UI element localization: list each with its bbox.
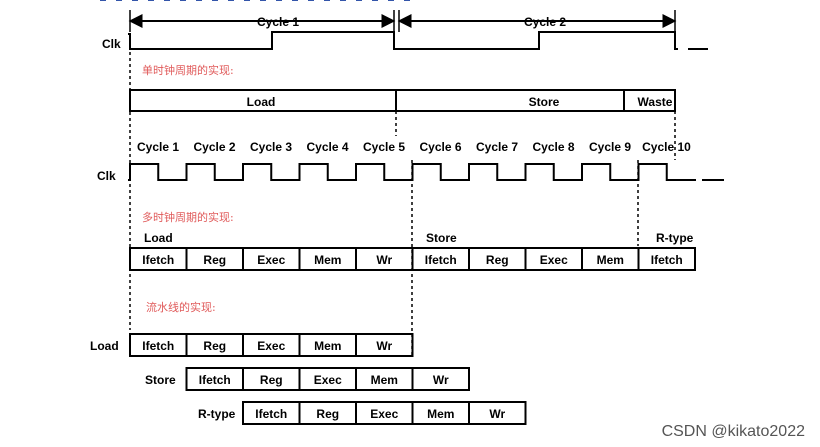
pipeline-stage-box: Reg bbox=[242, 367, 301, 391]
svg-text:Ifetch: Ifetch bbox=[425, 253, 457, 267]
multi-cycle-label: Cycle 9 bbox=[589, 140, 631, 154]
pipeline-row-label: Store bbox=[145, 373, 176, 387]
svg-text:Ifetch: Ifetch bbox=[142, 253, 174, 267]
pipeline-row-label: R-type bbox=[198, 407, 236, 421]
svg-text:Mem: Mem bbox=[371, 373, 398, 387]
svg-text:Mem: Mem bbox=[597, 253, 624, 267]
pipeline-stage-box: Reg bbox=[185, 333, 244, 357]
multi-cycle-label: Cycle 5 bbox=[363, 140, 405, 154]
pipeline-stage-box: Mem bbox=[298, 333, 357, 357]
pipeline-stage-box: Wr bbox=[355, 333, 414, 357]
single-cycle-segments bbox=[129, 89, 676, 112]
svg-text:Reg: Reg bbox=[260, 373, 283, 387]
multi-cycle-label: Cycle 2 bbox=[193, 140, 235, 154]
svg-text:Exec: Exec bbox=[370, 407, 398, 421]
multi-instr-load: Load bbox=[144, 231, 173, 245]
svg-text:Ifetch: Ifetch bbox=[255, 407, 287, 421]
multi-stage-box: Reg bbox=[468, 247, 527, 271]
pipeline-stage-box: Mem bbox=[411, 401, 470, 425]
single-clk-waveform bbox=[128, 31, 678, 50]
svg-text:Exec: Exec bbox=[257, 253, 285, 267]
svg-text:Ifetch: Ifetch bbox=[199, 373, 231, 387]
pipeline-stage-box: Ifetch bbox=[242, 401, 301, 425]
segment-store: Store bbox=[529, 95, 560, 109]
multi-stage-box: Mem bbox=[298, 247, 357, 271]
pipeline-stage-box: Ifetch bbox=[185, 367, 244, 391]
single-cycle-arrow-1 bbox=[128, 10, 396, 32]
svg-text:Reg: Reg bbox=[486, 253, 509, 267]
pipeline-stage-box: Exec bbox=[355, 401, 414, 425]
svg-text:Wr: Wr bbox=[433, 373, 449, 387]
multi-cycle-label: Cycle 10 bbox=[642, 140, 691, 154]
pipeline-row-label: Load bbox=[90, 339, 119, 353]
svg-text:Mem: Mem bbox=[427, 407, 454, 421]
svg-text:Exec: Exec bbox=[540, 253, 568, 267]
svg-text:Reg: Reg bbox=[203, 339, 226, 353]
svg-text:Reg: Reg bbox=[316, 407, 339, 421]
dashed-guides bbox=[129, 34, 676, 356]
multi-cycle-stages: Ifetch Reg Exec Mem Wr Ifetch Reg Exec Mem Ifetch bbox=[129, 247, 696, 271]
multi-cycle-heading: 多时钟周期的实现: bbox=[142, 210, 234, 224]
svg-text:Exec: Exec bbox=[314, 373, 342, 387]
multi-cycle-label: Cycle 7 bbox=[476, 140, 518, 154]
svg-text:Wr: Wr bbox=[376, 253, 392, 267]
multi-cycle-labels: Cycle 1 Cycle 2 Cycle 3 Cycle 4 Cycle 5 Cycle… bbox=[137, 140, 691, 154]
multi-stage-box: Ifetch bbox=[411, 247, 470, 271]
multi-stage-box: Exec bbox=[242, 247, 301, 271]
pipeline-row: Store Ifetch Reg Exec Mem Wr bbox=[145, 367, 470, 391]
pipeline-heading: 流水线的实现: bbox=[146, 300, 216, 314]
multi-stage-box: Ifetch bbox=[637, 247, 696, 271]
svg-text:Exec: Exec bbox=[257, 339, 285, 353]
multi-clk-label: Clk bbox=[97, 169, 116, 183]
single-clk-label: Clk bbox=[102, 37, 121, 51]
multi-instr-rtype: R-type bbox=[656, 231, 694, 245]
pipeline-stage-box: Exec bbox=[298, 367, 357, 391]
multi-cycle-label: Cycle 1 bbox=[137, 140, 179, 154]
pipeline-stage-box: Mem bbox=[355, 367, 414, 391]
pipeline-row: R-type Ifetch Reg Exec Mem Wr bbox=[198, 401, 527, 425]
multi-stage-box: Ifetch bbox=[129, 247, 188, 271]
multi-instr-store: Store bbox=[426, 231, 457, 245]
pipeline-stage-box: Wr bbox=[411, 367, 470, 391]
multi-cycle-label: Cycle 8 bbox=[532, 140, 574, 154]
single-cycle-arrow-2 bbox=[397, 10, 677, 32]
segment-waste: Waste bbox=[638, 95, 673, 109]
single-cycle-label-2: Cycle 2 bbox=[524, 15, 566, 29]
multi-stage-box: Wr bbox=[355, 247, 414, 271]
pipeline-stage-box: Wr bbox=[468, 401, 527, 425]
segment-load: Load bbox=[247, 95, 276, 109]
multi-stage-box: Reg bbox=[185, 247, 244, 271]
svg-text:Reg: Reg bbox=[203, 253, 226, 267]
pipeline-stage-box: Exec bbox=[242, 333, 301, 357]
pipeline-stage-box: Ifetch bbox=[129, 333, 188, 357]
svg-text:Ifetch: Ifetch bbox=[142, 339, 174, 353]
svg-text:Ifetch: Ifetch bbox=[651, 253, 683, 267]
svg-text:Wr: Wr bbox=[489, 407, 505, 421]
multi-cycle-label: Cycle 4 bbox=[306, 140, 348, 154]
multi-stage-box: Exec bbox=[524, 247, 583, 271]
pipeline-stage-box: Reg bbox=[298, 401, 357, 425]
svg-text:Wr: Wr bbox=[376, 339, 392, 353]
single-cycle-label-1: Cycle 1 bbox=[257, 15, 299, 29]
pipeline-row: Load Ifetch Reg Exec Mem Wr bbox=[90, 333, 414, 357]
single-cycle-heading: 单时钟周期的实现: bbox=[142, 63, 234, 77]
svg-text:Mem: Mem bbox=[314, 253, 341, 267]
multi-stage-box: Mem bbox=[581, 247, 640, 271]
watermark: CSDN @kikato2022 bbox=[662, 423, 806, 440]
svg-text:Mem: Mem bbox=[314, 339, 341, 353]
multi-cycle-label: Cycle 3 bbox=[250, 140, 292, 154]
multi-cycle-label: Cycle 6 bbox=[419, 140, 461, 154]
